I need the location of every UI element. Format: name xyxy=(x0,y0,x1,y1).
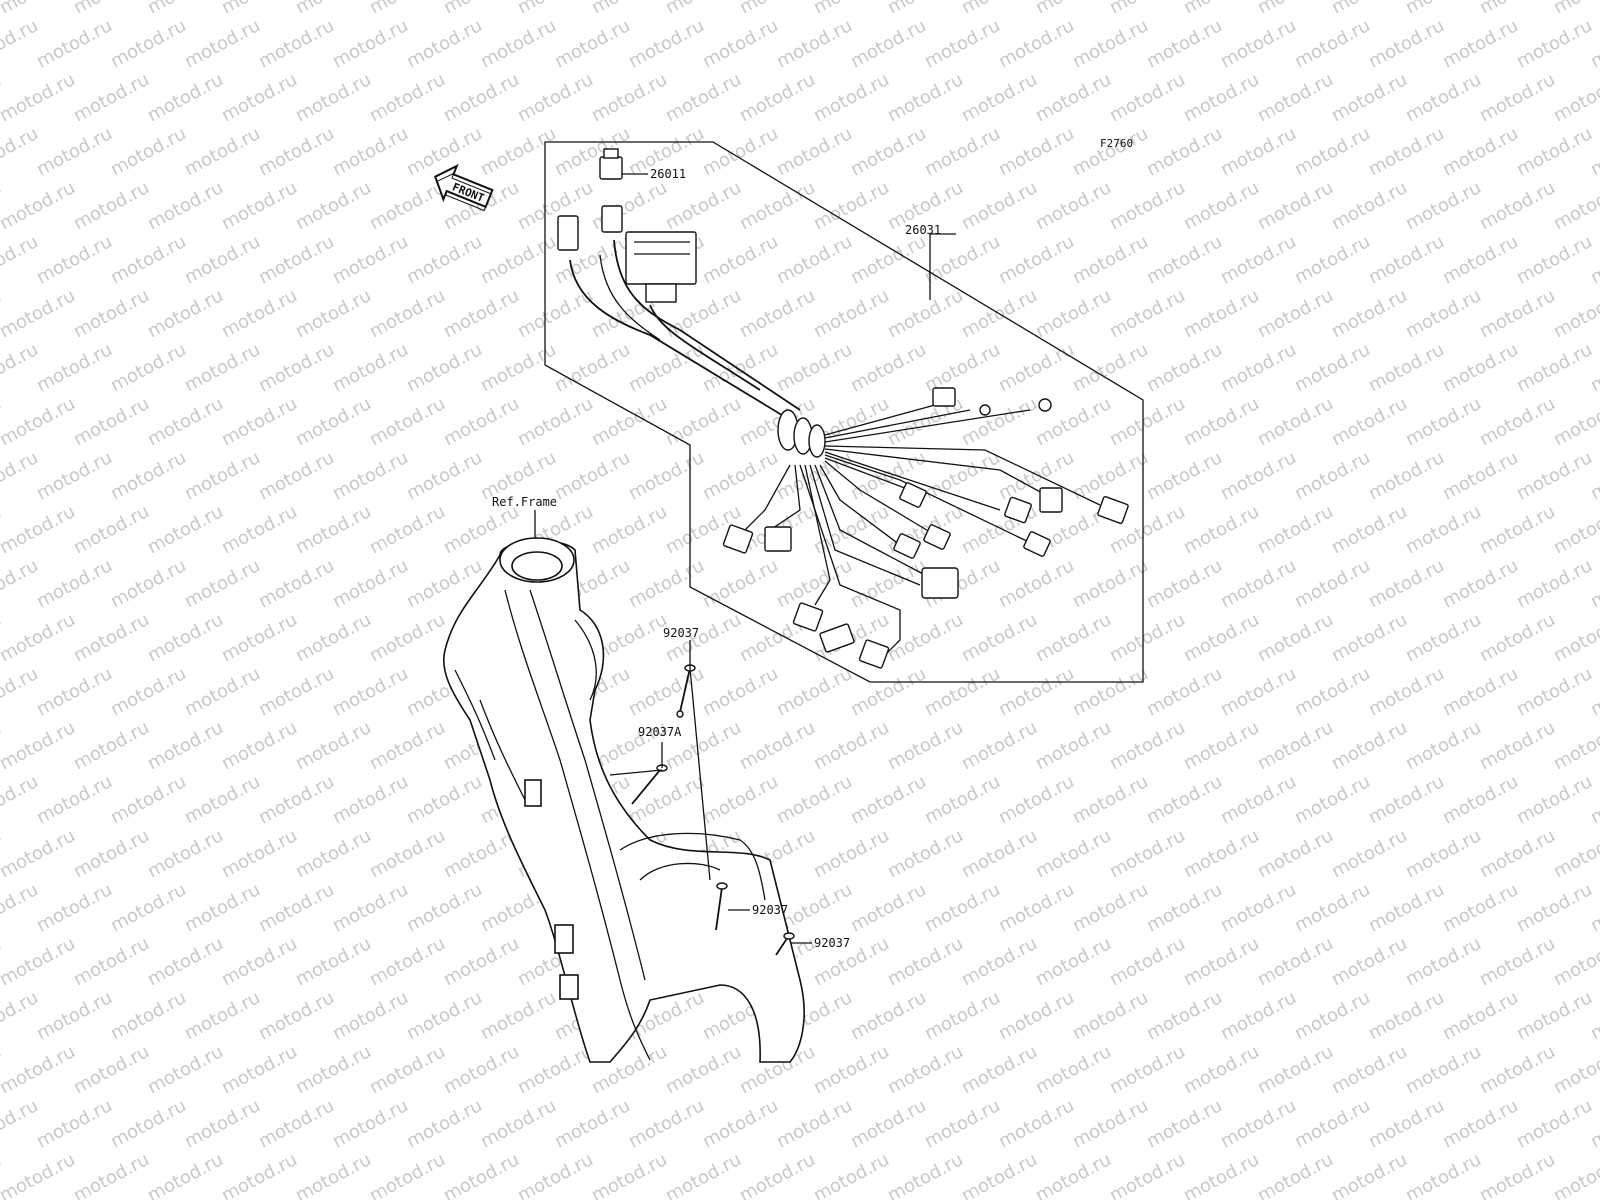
part-label-92037-top: 92037 xyxy=(663,626,699,640)
leader-92037-top-ext xyxy=(689,667,711,881)
part-label-92037-bottom: 92037 xyxy=(814,936,850,950)
ecu-connector xyxy=(625,231,697,285)
connector xyxy=(1004,496,1032,524)
connector xyxy=(932,387,956,407)
connector xyxy=(923,524,951,550)
clamp-92037A xyxy=(631,764,668,805)
ref-frame-label: Ref.Frame xyxy=(492,495,557,509)
wiring-harness xyxy=(569,239,1101,661)
connector-cap xyxy=(603,148,619,159)
ring-terminal xyxy=(979,404,991,416)
connector xyxy=(893,533,921,559)
figure-code: F2760 xyxy=(1100,137,1133,150)
connector-small xyxy=(601,205,623,233)
connector xyxy=(1039,487,1063,513)
clamp-92037-bottom xyxy=(775,932,795,956)
part-label-26011: 26011 xyxy=(650,167,686,181)
part-label-92037A: 92037A xyxy=(638,725,682,739)
connector-group xyxy=(557,148,1129,669)
frame-bracket xyxy=(524,779,542,807)
leader-92037A-ext xyxy=(609,769,663,776)
connector-double xyxy=(921,567,959,599)
connector xyxy=(819,623,855,653)
connector xyxy=(792,602,824,632)
connector-left xyxy=(557,215,579,251)
connector-26011 xyxy=(599,156,623,180)
connector xyxy=(1023,531,1051,557)
frame-drawing xyxy=(443,537,805,1063)
connector xyxy=(899,482,927,508)
clamp-92037-mid xyxy=(715,882,728,931)
connector xyxy=(764,526,792,552)
frame-bracket xyxy=(559,974,579,1000)
part-label-26031: 26031 xyxy=(905,223,941,237)
ecu-connector-boot xyxy=(645,283,677,303)
connector xyxy=(858,639,890,669)
connector xyxy=(1097,496,1129,524)
front-arrow-icon: FRONT xyxy=(434,163,494,212)
harness-outline xyxy=(544,141,1144,683)
connector xyxy=(722,524,754,554)
frame-bracket xyxy=(554,924,574,954)
ring-terminal xyxy=(1038,398,1052,412)
part-label-92037-mid: 92037 xyxy=(752,903,788,917)
